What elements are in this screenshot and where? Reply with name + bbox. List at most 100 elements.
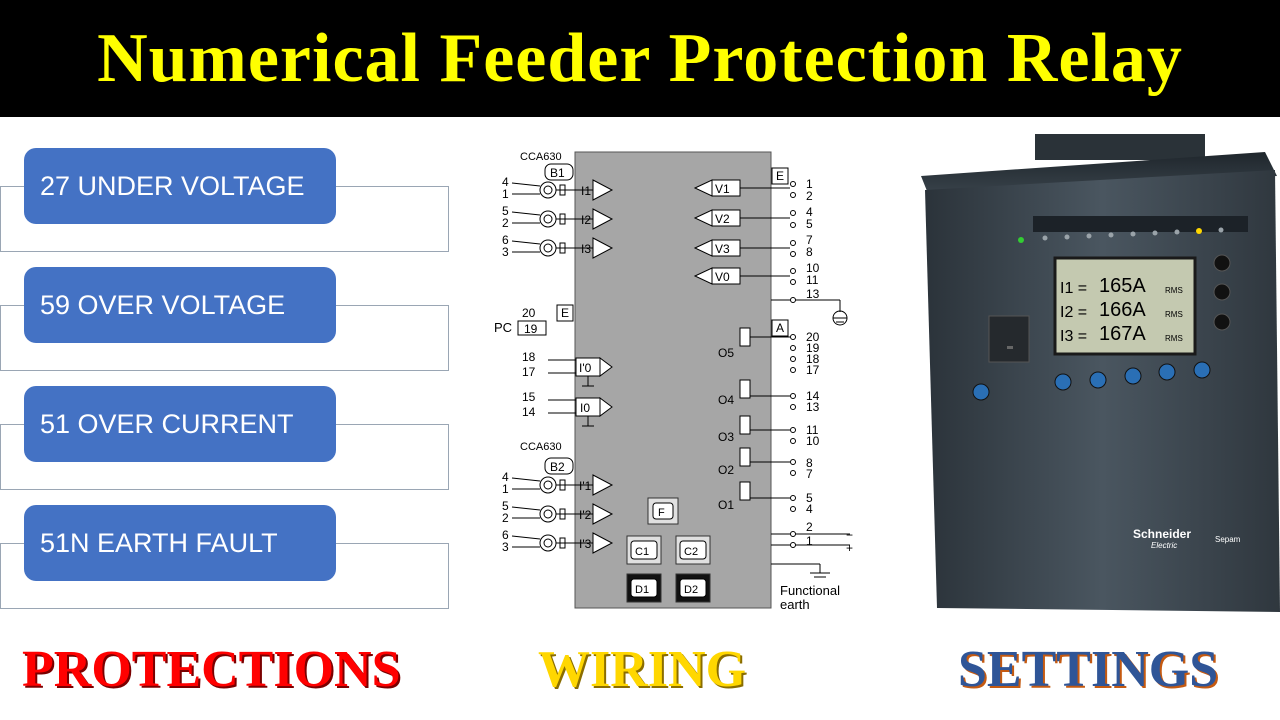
- connector-a-label: A: [776, 321, 784, 335]
- connector-c1: C1: [626, 535, 662, 565]
- lcd-row-unit: RMS: [1165, 286, 1183, 295]
- output-o1: O1 5 4: [718, 481, 813, 516]
- pin-label: 4: [502, 175, 509, 189]
- b1-input-i1: 4 1 I1: [502, 175, 614, 201]
- b2-input-i1: 4 1 I'1: [502, 470, 614, 496]
- b2-input-i2: 5 2 I'2: [502, 499, 614, 525]
- input-label: I'2: [579, 508, 592, 522]
- front-button[interactable]: [1193, 361, 1211, 379]
- voltage-label: V2: [715, 212, 730, 226]
- lcd-screen: [1053, 256, 1197, 356]
- protection-item: 27 UNDER VOLTAGE: [24, 148, 336, 224]
- protection-label: 27 UNDER VOLTAGE: [40, 170, 305, 201]
- ground-connection: 13: [771, 287, 848, 326]
- pin-label: 11: [806, 273, 819, 287]
- lcd-row-unit: RMS: [1165, 310, 1183, 319]
- module-label-cca-bottom: CCA630: [520, 441, 562, 453]
- pin-label: 1: [502, 482, 509, 496]
- pin-label: 2: [806, 520, 813, 534]
- connector-b2: B2: [544, 457, 574, 475]
- protection-label: 51 OVER CURRENT: [40, 408, 294, 439]
- connector-a: A: [771, 319, 789, 337]
- connector-c2: C2: [675, 535, 711, 565]
- lcd-row-label: I3 =: [1060, 328, 1087, 345]
- side-button[interactable]: [1213, 254, 1231, 272]
- pc-label: PC: [494, 320, 512, 335]
- pin-label: 5: [806, 491, 813, 505]
- output-o3: O3 11 10: [718, 415, 820, 448]
- pin-label: 5: [806, 217, 813, 231]
- output-o2: O2 8 7: [718, 447, 813, 481]
- pin-label: 3: [502, 245, 509, 259]
- pin-label: 2: [502, 511, 509, 525]
- pin-label: 1: [502, 187, 509, 201]
- lcd-row-label: I1 =: [1060, 280, 1087, 297]
- b2-input-i3: 6 3 I'3: [502, 528, 614, 554]
- connector-e-label: E: [776, 169, 784, 183]
- pin-label: 11: [806, 423, 819, 437]
- output-label: O5: [718, 346, 734, 360]
- input-label: I'0: [579, 361, 592, 375]
- front-button[interactable]: [1158, 363, 1176, 381]
- led-strip: [1033, 216, 1248, 232]
- pin-label: 4: [806, 502, 813, 516]
- connector-d1: D1: [626, 573, 662, 603]
- connector-d2: D2: [675, 573, 711, 603]
- front-button[interactable]: [1054, 373, 1072, 391]
- pin-label: 8: [806, 245, 813, 259]
- front-button[interactable]: [1124, 367, 1142, 385]
- pin-label: 1: [806, 177, 813, 191]
- led-yellow-indicator: [1196, 228, 1202, 234]
- pin-label: 7: [806, 233, 813, 247]
- connector-e-mid: E 20 PC 19: [494, 304, 574, 336]
- pin-label: 14: [522, 405, 536, 419]
- connector-label: D1: [635, 584, 649, 596]
- relay-top: [921, 152, 1277, 196]
- connector-b1-label: B1: [550, 166, 565, 180]
- protections-heading: PROTECTIONS: [22, 641, 401, 698]
- power-supply: 2 1 − +: [771, 520, 853, 555]
- pin-label: 13: [806, 400, 820, 414]
- front-button[interactable]: [972, 383, 990, 401]
- protection-item: 51N EARTH FAULT: [24, 505, 336, 581]
- output-label: O1: [718, 498, 734, 512]
- side-button[interactable]: [1213, 313, 1231, 331]
- page-title: Numerical Feeder Protection Relay: [97, 19, 1183, 97]
- side-button[interactable]: [1213, 283, 1231, 301]
- wiring-diagram: CCA630 CCA630 B1 4 1 I1 5 2 I2 6 3 I3: [494, 151, 853, 612]
- pin-label: 20: [522, 306, 536, 320]
- pin-label: 1: [806, 534, 813, 548]
- pin-label: 2: [502, 216, 509, 230]
- pin-label: 17: [806, 363, 820, 377]
- front-button[interactable]: [1089, 371, 1107, 389]
- wiring-heading: WIRING: [538, 641, 747, 698]
- connector-label: C2: [684, 546, 698, 558]
- lcd-row-unit: RMS: [1165, 334, 1183, 343]
- lcd-row-value: 167A: [1099, 323, 1146, 345]
- connector-label: D2: [684, 584, 698, 596]
- voltage-input-v3: V3 7 8: [693, 233, 813, 259]
- b1-input-i3: 6 3 I3: [502, 233, 614, 259]
- input-label: I'3: [579, 537, 592, 551]
- pin-label: 20: [806, 330, 820, 344]
- input-label: I3: [581, 242, 591, 256]
- pin-label: 5: [502, 499, 509, 513]
- residual-input-i0: 15 14 I0: [522, 390, 613, 427]
- pin-label: 18: [522, 350, 536, 364]
- pin-label: 4: [806, 205, 813, 219]
- pin-label: 17: [522, 365, 536, 379]
- functional-earth-label: earth: [780, 597, 810, 612]
- comm-port: [988, 315, 1030, 363]
- supply-sign: −: [846, 528, 853, 542]
- pin-label: 5: [502, 204, 509, 218]
- connector-e-label: E: [561, 306, 569, 320]
- input-label: I2: [581, 213, 591, 227]
- pin-label: 4: [502, 470, 509, 484]
- lcd-row-value: 166A: [1099, 299, 1146, 321]
- pin-label: 10: [806, 261, 820, 275]
- pin-label: 13: [806, 287, 820, 301]
- pin-label: 2: [806, 189, 813, 203]
- pin-label: 6: [502, 528, 509, 542]
- protection-item: 51 OVER CURRENT: [24, 386, 336, 462]
- input-label: I0: [580, 401, 590, 415]
